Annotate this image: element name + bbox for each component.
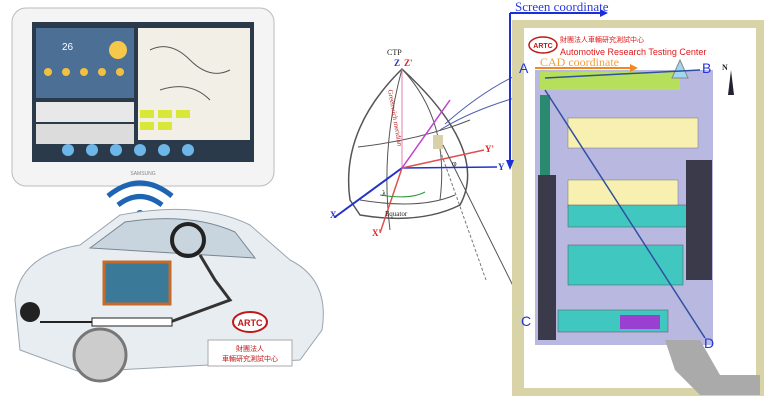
plate-line2: 車輛研究測試中心 [222,354,278,363]
plate-line1: 財團法人 [236,344,264,353]
cad-coordinate-label: CAD coordinate [540,55,619,69]
lambda-label: λ [382,189,386,198]
x-axis-label: X [330,210,337,220]
tablet-clock: 26 [62,42,74,53]
steering-wheel-icon [170,222,206,258]
equator-label: Equator [385,210,408,218]
y-axis-label: Y [498,162,505,172]
z-axis-label: Z [394,58,400,68]
z-prime-label: Z' [404,58,413,68]
car-artc-badge [232,311,268,333]
phi-label: φ [452,159,457,168]
car-badge-text: ARTC [238,318,263,328]
speaker-icon [20,302,40,322]
corner-a: A [519,60,529,76]
artc-logo [528,36,558,54]
screen-coordinate-label: Screen coordinate [515,0,609,14]
org-english-name: Automotive Research Testing Center [560,47,706,57]
parking-map [512,20,764,396]
weather-sun-icon [109,41,127,59]
y-prime-label: Y' [485,144,494,154]
tablet-map [138,28,250,140]
org-chinese-name: 財團法人車輛研究測試中心 [560,35,644,44]
front-wheel [72,327,128,383]
corner-c: C [521,313,531,329]
license-plate [207,339,293,367]
tablet-brand: SAMSUNG [130,171,155,177]
tablet: 26 SAMSUNG [11,7,275,187]
logo-text: ARTC [533,43,552,50]
corner-b: B [702,60,711,76]
ctp-label: CTP [387,48,402,57]
corner-d: D [704,335,714,351]
car: ARTC 財團法人 車輛研究測試中心 [14,208,324,383]
x-prime-label: X' [372,228,381,238]
controller-board [102,260,172,306]
north-label: N [722,63,728,72]
